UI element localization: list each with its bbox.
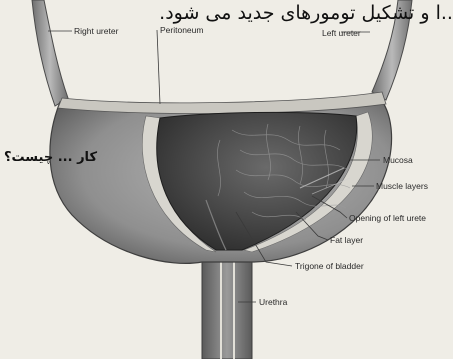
persian-top-caption: ...ا و تشکیل تومورهای جدید می شود. <box>159 2 453 24</box>
label-left-ureter: Left ureter <box>322 28 361 38</box>
label-urethra: Urethra <box>259 297 288 307</box>
label-peritoneum: Peritoneum <box>160 25 203 35</box>
label-mucosa: Mucosa <box>383 155 413 165</box>
label-opening-left-ureter: Opening of left urete <box>349 213 426 223</box>
label-trigone: Trigone of bladder <box>295 261 364 271</box>
persian-side-caption: کار ... چیست؟ <box>4 150 97 165</box>
label-fat-layer: Fat layer <box>330 235 363 245</box>
urethra-tube <box>202 258 252 359</box>
label-right-ureter: Right ureter <box>74 26 119 36</box>
right-ureter-tube <box>32 0 68 106</box>
label-muscle-layers: Muscle layers <box>376 181 428 191</box>
